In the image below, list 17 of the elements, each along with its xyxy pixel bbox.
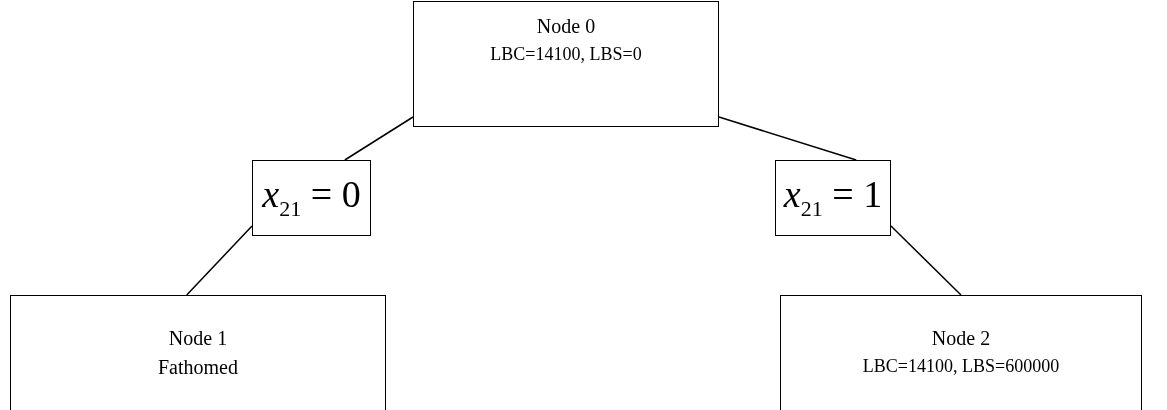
node-box [780, 295, 1142, 410]
branch-condition: x$_{21}$ = 1 [783, 175, 883, 220]
connector-line [344, 116, 414, 161]
connector-line [890, 225, 962, 296]
connector-line [185, 225, 253, 296]
node-box [10, 295, 386, 410]
branch-condition: x$_{21}$ = 0 [262, 175, 361, 220]
node-detail: Fathomed [158, 355, 238, 380]
node-title: Node 0 [536, 14, 596, 39]
node-detail: LBC=14100, LBS=0 [490, 43, 642, 66]
node-detail: LBC=14100, LBS=600000 [862, 355, 1060, 378]
connector-line [718, 116, 857, 161]
branch-box [775, 160, 891, 236]
node-title: Node 1 [168, 326, 228, 351]
branch-box [252, 160, 371, 236]
node-box [413, 1, 719, 127]
node-title: Node 2 [931, 326, 991, 351]
